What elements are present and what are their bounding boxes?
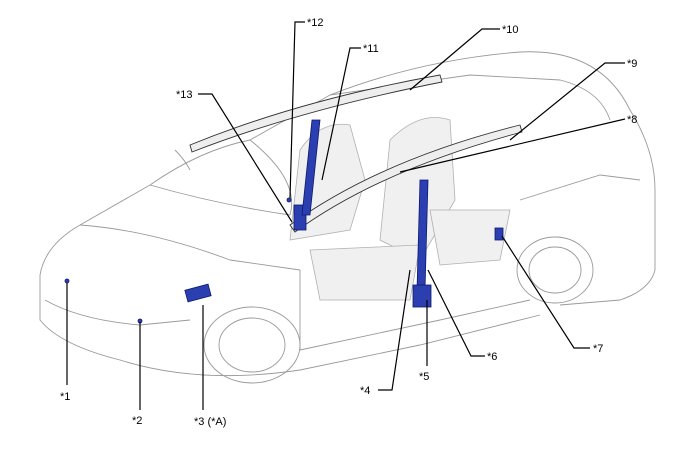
label-9: *9 [627,58,637,70]
label-3: *3 (*A) [194,416,226,428]
leader-lines [66,21,626,410]
label-10: *10 [502,24,519,36]
label-2: *2 [132,415,142,427]
label-8: *8 [627,114,637,126]
label-12: *12 [307,17,324,29]
label-11: *11 [363,43,379,55]
label-4: *4 [360,385,370,397]
callout-labels: *1 *2 *3 (*A) *4 *5 *6 *7 *8 *9 *10 *11 … [60,17,637,428]
label-5: *5 [419,371,429,383]
label-1: *1 [60,391,70,403]
label-7: *7 [593,343,603,355]
label-6: *6 [487,351,497,363]
curtain-airbags [189,74,523,233]
airbag-components [64,119,504,324]
label-13: *13 [176,89,193,101]
car-body-outline [39,51,656,384]
